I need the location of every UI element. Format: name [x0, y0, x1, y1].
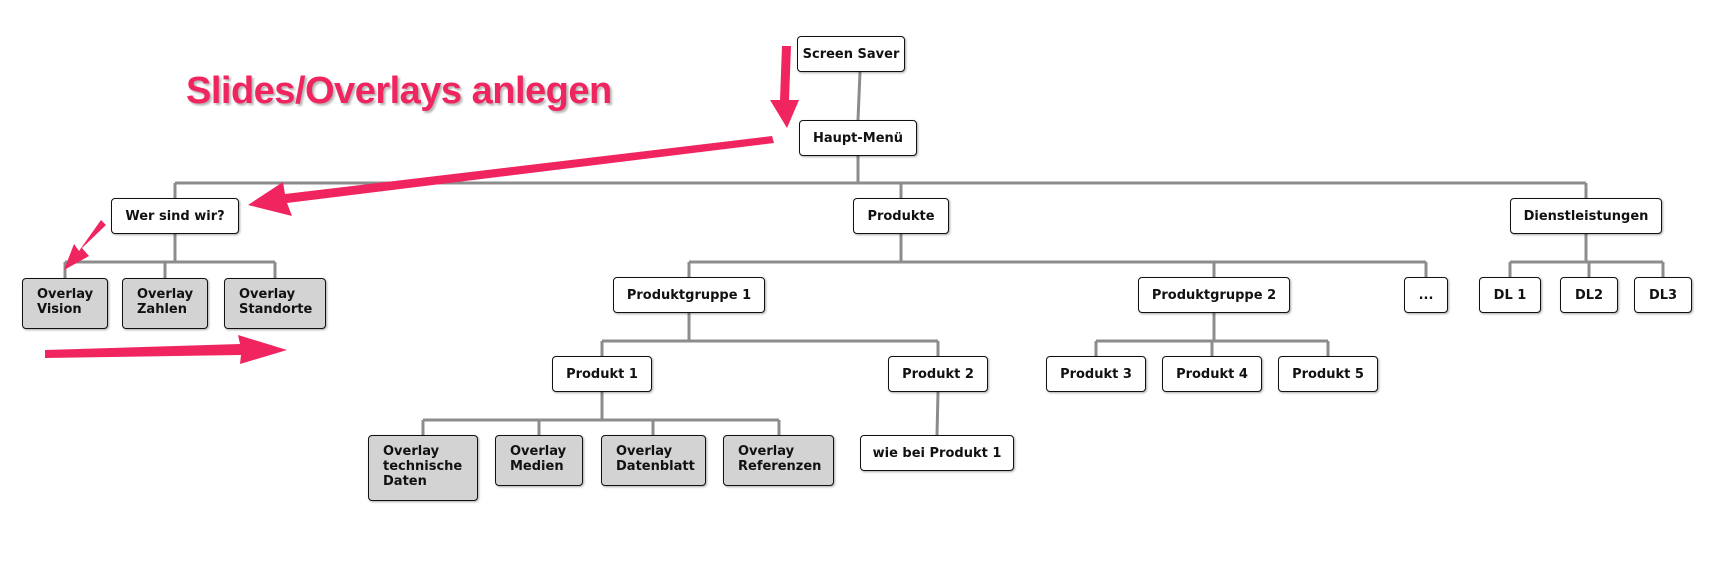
node-more-groups[interactable]: ... — [1404, 277, 1448, 313]
node-product-1[interactable]: Produkt 1 — [552, 356, 652, 392]
headline: Slides/Overlays anlegen — [186, 70, 612, 112]
connector-line — [935, 391, 940, 436]
node-service-dl3[interactable]: DL3 — [1634, 277, 1692, 313]
annotation-arrow — [45, 335, 287, 364]
node-overlay-numbers[interactable]: Overlay Zahlen — [122, 278, 208, 329]
annotation-arrow — [770, 46, 799, 128]
node-screen-saver[interactable]: Screen Saver — [797, 36, 905, 72]
node-overlay-media[interactable]: Overlay Medien — [495, 435, 583, 486]
node-products[interactable]: Produkte — [853, 198, 949, 234]
node-service-dl1[interactable]: DL 1 — [1479, 277, 1541, 313]
node-main-menu[interactable]: Haupt-Menü — [799, 120, 917, 156]
annotation-arrow — [248, 136, 774, 216]
node-overlay-datasheet[interactable]: Overlay Datenblatt — [601, 435, 706, 486]
node-same-as-product-1[interactable]: wie bei Produkt 1 — [860, 435, 1014, 471]
node-service-dl2[interactable]: DL2 — [1560, 277, 1618, 313]
node-product-group-2[interactable]: Produktgruppe 2 — [1138, 277, 1290, 313]
annotation-arrow — [64, 220, 106, 270]
node-product-3[interactable]: Produkt 3 — [1046, 356, 1146, 392]
node-overlay-references[interactable]: Overlay Referenzen — [723, 435, 834, 486]
node-product-group-1[interactable]: Produktgruppe 1 — [613, 277, 765, 313]
node-product-4[interactable]: Produkt 4 — [1162, 356, 1262, 392]
node-overlay-technical-data[interactable]: Overlay technische Daten — [368, 435, 478, 501]
node-overlay-locations[interactable]: Overlay Standorte — [224, 278, 326, 329]
connector-line — [856, 71, 862, 121]
node-product-5[interactable]: Produkt 5 — [1278, 356, 1378, 392]
node-product-2[interactable]: Produkt 2 — [888, 356, 988, 392]
node-about-us[interactable]: Wer sind wir? — [111, 198, 239, 234]
node-overlay-vision[interactable]: Overlay Vision — [22, 278, 108, 329]
node-services[interactable]: Dienstleistungen — [1510, 198, 1662, 234]
